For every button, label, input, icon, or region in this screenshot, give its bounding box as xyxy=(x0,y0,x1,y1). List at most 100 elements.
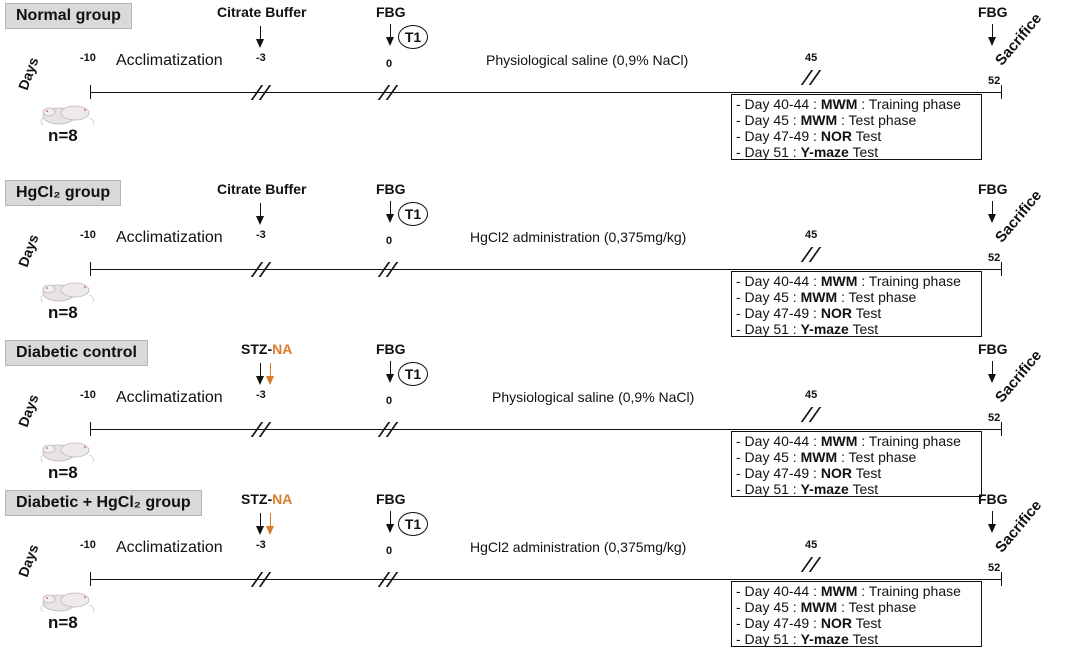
tick-label: -3 xyxy=(256,539,266,551)
tick-label: 0 xyxy=(386,235,393,247)
tick-label: -10 xyxy=(80,539,96,551)
fbg-arrow-end xyxy=(987,361,996,383)
test-name: NOR xyxy=(820,305,852,321)
days-label: Days xyxy=(14,542,42,579)
fbg-label-baseline: FBG xyxy=(376,181,406,197)
tick-label: 52 xyxy=(988,412,1001,424)
fbg-label-end: FBG xyxy=(978,491,1008,507)
tick-label: -10 xyxy=(80,389,96,401)
treatment-label: Physiological saline (0,9% NaCl) xyxy=(486,52,689,68)
group-panel-1: HgCl₂ group Citrate Buffer FBG T1 FBG Sa… xyxy=(0,177,1065,339)
test-day: - Day 40-44 : xyxy=(736,433,821,449)
test-name: Y-maze xyxy=(800,631,849,647)
behavioral-tests-box: - Day 40-44 : MWM : Training phase- Day … xyxy=(731,94,982,160)
test-name: Y-maze xyxy=(800,144,849,160)
test-line: - Day 51 : Y-maze Test xyxy=(736,631,981,647)
timeline-end-tick xyxy=(1001,85,1002,99)
days-label: Days xyxy=(14,232,42,269)
test-line: - Day 51 : Y-maze Test xyxy=(736,321,981,337)
tick-label: -3 xyxy=(256,389,266,401)
test-name: MWM xyxy=(820,433,858,449)
test-name: Y-maze xyxy=(800,321,849,337)
injection-label: STZ-NA xyxy=(241,341,293,357)
fbg-label-baseline: FBG xyxy=(376,341,406,357)
tick-label: 45 xyxy=(805,389,818,401)
test-day: - Day 45 : xyxy=(736,289,801,305)
fbg-label-end: FBG xyxy=(978,341,1008,357)
fbg-label-baseline: FBG xyxy=(376,4,406,20)
acclimatization-label: Acclimatization xyxy=(116,52,223,69)
injection-label: Citrate Buffer xyxy=(217,4,307,20)
test-name: MWM xyxy=(820,583,858,599)
test-line: - Day 47-49 : NOR Test xyxy=(736,465,981,481)
rats-image xyxy=(40,592,94,613)
test-name: NOR xyxy=(820,128,852,144)
test-day: - Day 47-49 : xyxy=(736,305,821,321)
test-phase: : Test phase xyxy=(837,112,917,128)
tick-label: 0 xyxy=(386,58,393,70)
group-panel-3: Diabetic + HgCl₂ group STZ-NA FBG T1 FBG… xyxy=(0,487,1065,649)
test-phase: : Training phase xyxy=(857,583,961,599)
sample-size: n=8 xyxy=(48,303,78,322)
injection-arrow xyxy=(255,363,264,385)
timeline-end-tick xyxy=(1001,572,1002,586)
test-day: - Day 51 : xyxy=(736,481,801,497)
test-day: - Day 40-44 : xyxy=(736,273,821,289)
test-name: Y-maze xyxy=(800,481,849,497)
test-line: - Day 51 : Y-maze Test xyxy=(736,481,981,497)
injection-arrow xyxy=(255,203,264,225)
test-day: - Day 51 : xyxy=(736,321,801,337)
tick-label: 45 xyxy=(805,539,818,551)
test-line: - Day 45 : MWM : Test phase xyxy=(736,289,981,305)
fbg-arrow-baseline xyxy=(385,201,394,223)
tick-label: 45 xyxy=(805,52,818,64)
fbg-arrow-baseline xyxy=(385,24,394,46)
test-name: MWM xyxy=(820,273,858,289)
injection-arrow xyxy=(255,26,264,48)
acclimatization-label: Acclimatization xyxy=(116,229,223,246)
group-panel-2: Diabetic control STZ-NA FBG T1 FBG Sacri… xyxy=(0,337,1065,499)
fbg-arrow-end xyxy=(987,511,996,533)
fbg-arrow-baseline xyxy=(385,361,394,383)
test-phase: : Training phase xyxy=(857,433,961,449)
tick-label: 52 xyxy=(988,252,1001,264)
behavioral-tests-box: - Day 40-44 : MWM : Training phase - Day … xyxy=(731,581,982,647)
test-phase: Test xyxy=(851,128,882,144)
tick-label: 52 xyxy=(988,562,1001,574)
tick-label: 45 xyxy=(805,229,818,241)
group-label: Diabetic + HgCl₂ group xyxy=(5,490,202,516)
fbg-label-baseline: FBG xyxy=(376,491,406,507)
test-line: - Day 40-44 : MWM : Training phase xyxy=(736,433,981,449)
test-line: - Day 40-44 : MWM : Training phase xyxy=(736,96,981,112)
acclimatization-label: Acclimatization xyxy=(116,389,223,406)
injection-arrow xyxy=(255,513,264,535)
group-label: HgCl₂ group xyxy=(5,180,122,206)
days-label: Days xyxy=(14,392,42,429)
test-name: MWM xyxy=(800,599,838,615)
test-phase: : Test phase xyxy=(837,599,917,615)
fbg-label-end: FBG xyxy=(978,181,1008,197)
test-name: MWM xyxy=(800,449,838,465)
tick-label: -10 xyxy=(80,229,96,241)
timeline-start-tick xyxy=(90,262,91,276)
sample-size: n=8 xyxy=(48,613,78,632)
test-day: - Day 40-44 : xyxy=(736,583,821,599)
test-day: - Day 45 : xyxy=(736,449,801,465)
t1-marker: T1 xyxy=(398,25,428,49)
test-name: MWM xyxy=(820,96,858,112)
test-phase: Test xyxy=(851,615,882,631)
timeline-axis xyxy=(90,269,1002,270)
test-name: MWM xyxy=(800,289,838,305)
timeline-axis xyxy=(90,92,1002,93)
test-day: - Day 40-44 : xyxy=(736,96,821,112)
group-label: Normal group xyxy=(5,3,132,29)
timeline-start-tick xyxy=(90,422,91,436)
na-arrow xyxy=(265,513,274,535)
t1-marker: T1 xyxy=(398,512,428,536)
tick-label: 0 xyxy=(386,545,393,557)
na-arrow xyxy=(265,363,274,385)
tick-label: -3 xyxy=(256,52,266,64)
behavioral-tests-box: - Day 40-44 : MWM : Training phase- Day … xyxy=(731,431,982,497)
fbg-arrow-end xyxy=(987,201,996,223)
test-phase: : Test phase xyxy=(837,449,917,465)
